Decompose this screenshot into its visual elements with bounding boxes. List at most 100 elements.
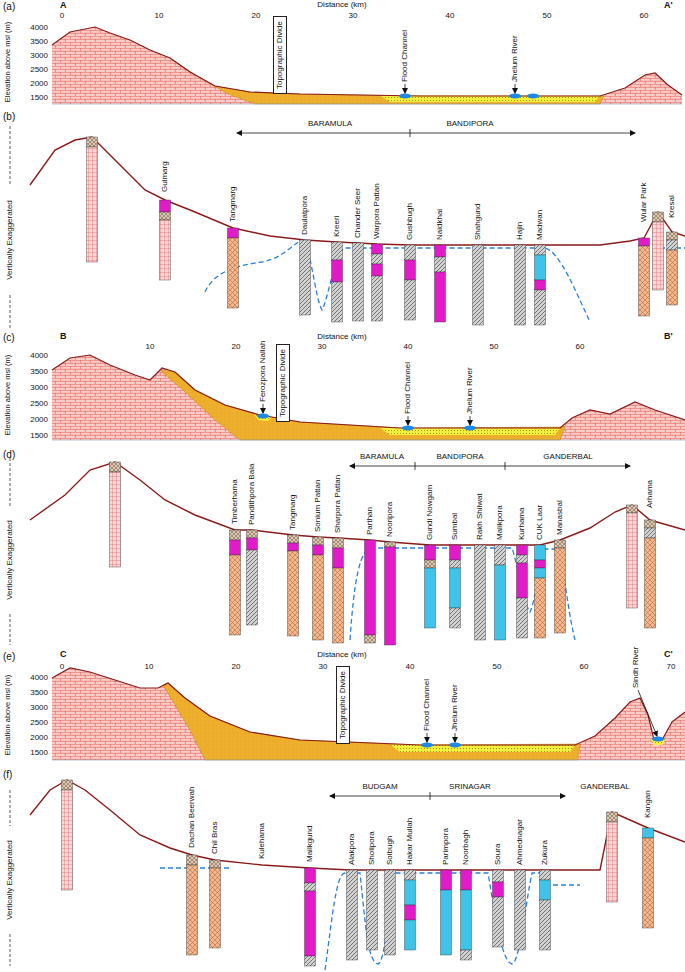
feature-label: Jhelum River <box>451 684 459 731</box>
river <box>527 94 539 99</box>
borehole-layer <box>645 520 656 528</box>
feature-label: Ferozpora Nallah <box>259 341 267 402</box>
axis-title: Elevation above msl (m) <box>4 22 12 102</box>
borehole-layer <box>405 870 416 880</box>
borehole-layer <box>228 238 239 308</box>
borehole-layer <box>441 870 452 890</box>
borehole-layer <box>87 137 98 147</box>
borehole-layer <box>645 528 656 538</box>
divide-box: Topographic Divide <box>273 16 287 94</box>
surface-profile <box>52 668 685 745</box>
section-end: A' <box>664 1 673 10</box>
borehole-layer <box>385 547 396 645</box>
borehole-layer <box>517 598 528 638</box>
tick-label: 4000 <box>30 674 48 682</box>
panel-letter: (f) <box>3 770 12 780</box>
borehole-layer <box>365 635 376 643</box>
borehole-layer <box>372 244 383 254</box>
borehole-layer <box>607 812 618 822</box>
borehole-layer <box>372 276 383 321</box>
bedrock <box>52 668 685 760</box>
divide-label: Topographic Divide <box>276 21 284 89</box>
base-line <box>52 440 685 441</box>
tick-label: 0 <box>60 663 64 671</box>
tick-label: 3500 <box>30 689 48 697</box>
borehole-layer <box>210 860 221 868</box>
borehole-layer <box>653 212 664 222</box>
river <box>509 94 521 99</box>
section-end: C' <box>664 650 673 659</box>
borehole-layer <box>493 897 504 947</box>
borehole-name: CUK Laar <box>536 505 544 540</box>
borehole-layer <box>405 905 416 920</box>
tick-label: 10 <box>146 343 155 351</box>
borehole-name: Parimpora <box>442 828 450 865</box>
borehole-layer <box>230 530 241 540</box>
borehole-layer <box>425 568 436 628</box>
borehole-layer <box>230 540 241 555</box>
exaggeration-dash <box>10 126 11 186</box>
borehole-layer <box>450 560 461 568</box>
borehole-name: Kreeri <box>333 216 341 237</box>
borehole-name: Nooripora <box>386 502 394 537</box>
borehole-layer <box>313 545 324 555</box>
axis-title: Distance (km) <box>317 651 366 659</box>
tick-label: 2500 <box>30 400 48 408</box>
borehole-layer <box>495 565 506 640</box>
borehole-name: Sharpora Pattan <box>334 475 342 533</box>
district-tick <box>430 792 431 800</box>
borehole-name: Soura <box>494 844 502 865</box>
district-label: GANDERBAL <box>543 453 592 461</box>
borehole-layer <box>110 472 121 567</box>
feature-label: Sindh River <box>632 647 640 688</box>
borehole-name: Sonium Pattan <box>314 480 322 532</box>
borehole-layer <box>515 245 526 325</box>
borehole-layer <box>372 254 383 264</box>
borehole-name: Soibugh <box>386 836 394 865</box>
panel-letter: (c) <box>3 333 15 343</box>
tick-label: 3000 <box>30 52 48 60</box>
tick-label: 1500 <box>30 749 48 757</box>
tick-label: 2000 <box>30 416 48 424</box>
tick-label: 20 <box>232 663 241 671</box>
water-table <box>205 240 590 322</box>
borehole-layer <box>405 260 416 280</box>
borehole-layer <box>313 537 324 545</box>
tick-label: 40 <box>404 343 413 351</box>
borehole-layer <box>461 890 472 950</box>
borehole-layer <box>639 246 650 316</box>
tick-label: 4000 <box>30 24 48 32</box>
exaggeration-dash <box>10 295 11 328</box>
borehole-name: Pandithpora Bala <box>248 464 256 525</box>
borehole-name: Tangmarg <box>289 494 297 530</box>
borehole-layer <box>493 870 504 882</box>
tick-label: 10 <box>155 12 164 20</box>
tick-label: 10 <box>145 663 154 671</box>
borehole-layer <box>247 550 258 625</box>
borehole-layer <box>405 245 416 260</box>
borehole-layer <box>385 542 396 547</box>
district-arrow <box>350 466 630 467</box>
saturated-zone <box>390 745 575 753</box>
exaggeration-note: Vertically Exaggerated <box>6 200 14 280</box>
borehole-name: Hakar Mullah <box>406 818 414 865</box>
borehole-layer <box>333 548 344 568</box>
tick-label: 30 <box>319 663 328 671</box>
borehole-name: Chil Bras <box>211 822 219 854</box>
borehole-layer <box>353 243 364 321</box>
surface-profile <box>30 462 685 545</box>
borehole-layer <box>305 883 316 891</box>
district-label: BANDIPORA <box>436 453 483 461</box>
river <box>464 426 476 431</box>
borehole-layer <box>643 838 654 928</box>
borehole-layer <box>332 260 343 282</box>
borehole-name: Naidkhai <box>436 209 444 240</box>
feature-label: Flood Channel <box>404 362 412 414</box>
section-end: B <box>60 332 67 341</box>
district-label: BARAMULA <box>360 453 404 461</box>
leader-arrow <box>515 84 516 93</box>
borehole-layer <box>288 543 299 551</box>
borehole-layer <box>475 545 486 640</box>
tick-label: 40 <box>406 663 415 671</box>
